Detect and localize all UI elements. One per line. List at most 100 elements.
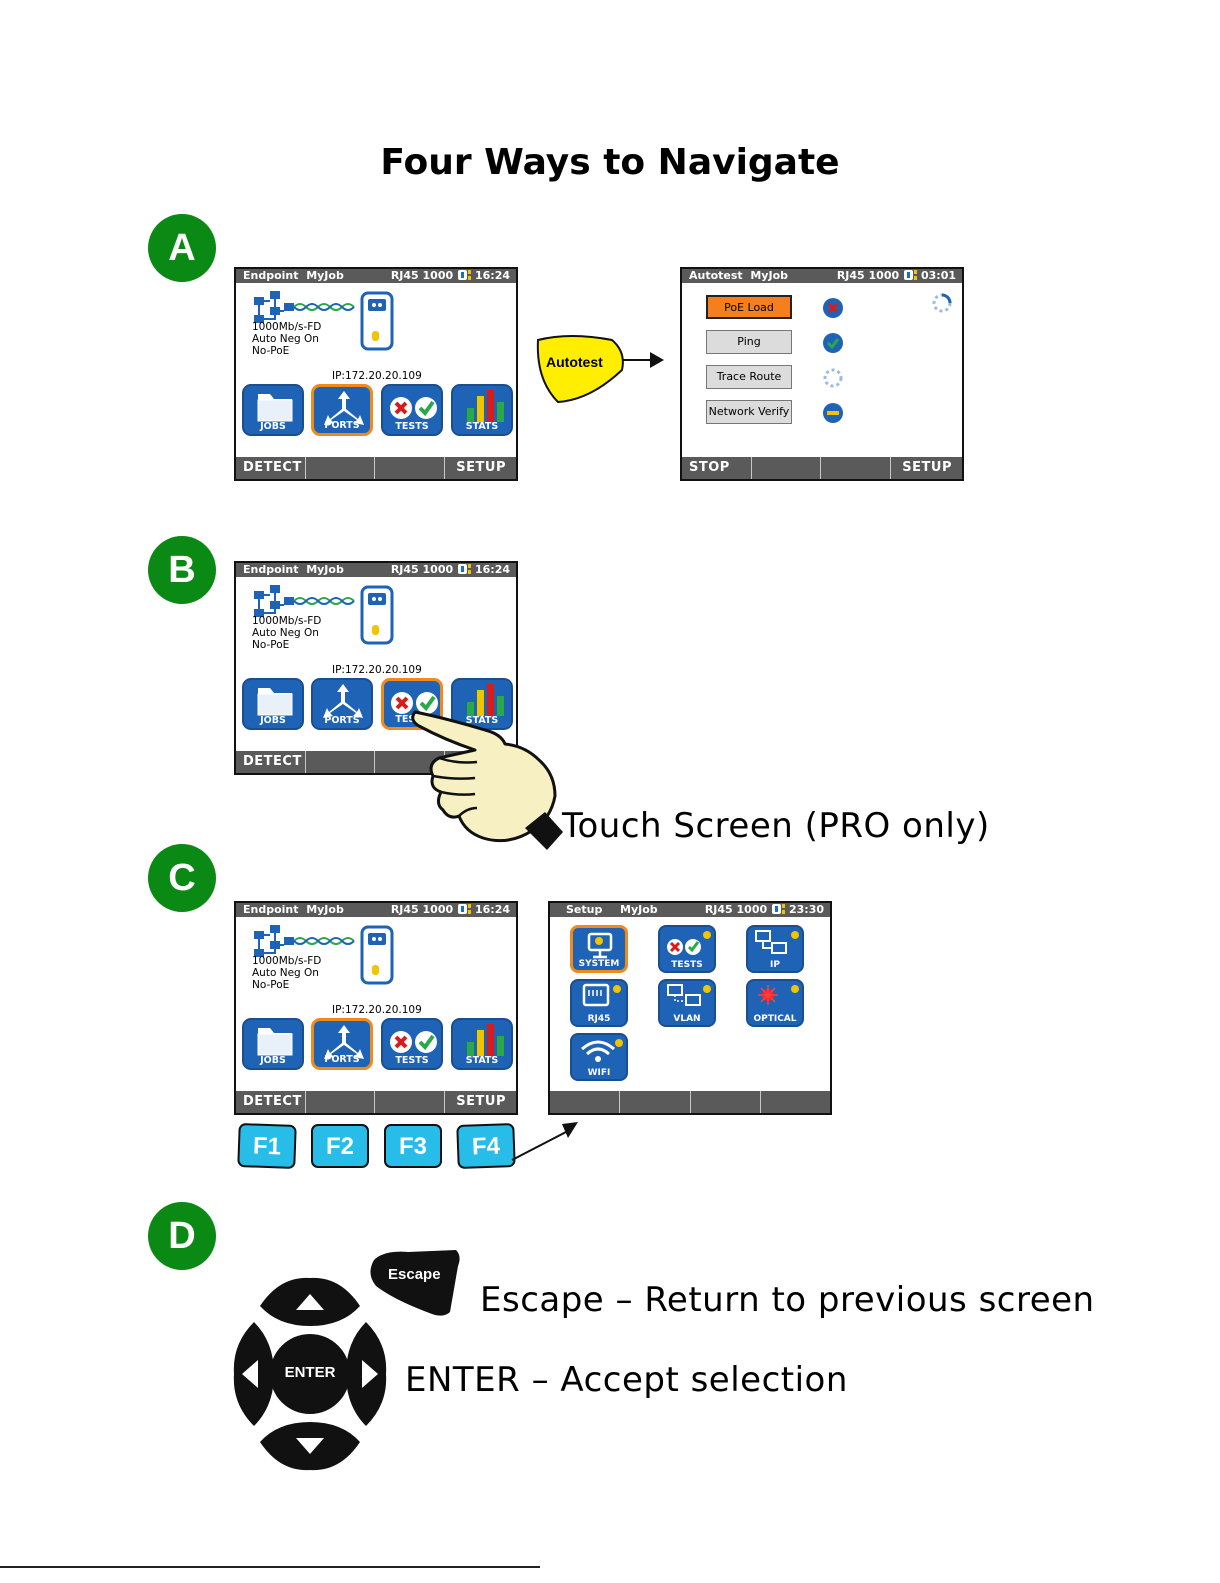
network-link-icon — [254, 585, 394, 645]
ip-address: IP:172.20.20.109 — [332, 1004, 422, 1016]
bar-chart-icon — [467, 684, 504, 716]
setup-ip-tile[interactable]: IP — [746, 925, 804, 973]
pass-fail-icon — [390, 1031, 437, 1053]
f2-key[interactable]: F2 — [311, 1124, 369, 1168]
ip-address: IP:172.20.20.109 — [332, 370, 422, 382]
test-ping[interactable]: Ping — [706, 330, 792, 354]
tests-tile[interactable]: TESTS — [381, 1018, 443, 1070]
jobs-tile[interactable]: JOBS — [242, 1018, 304, 1070]
setup-system-tile[interactable]: SYSTEM — [570, 925, 628, 973]
test-trace-route[interactable]: Trace Route — [706, 365, 792, 389]
escape-key[interactable] — [364, 1246, 464, 1322]
network-link-icon — [254, 291, 394, 351]
left-arrow-icon — [242, 1360, 258, 1388]
page-title: Four Ways to Navigate — [380, 142, 840, 183]
softkey-f3[interactable] — [374, 751, 444, 773]
function-bar: DETECT SETUP — [236, 457, 516, 479]
link-info: 1000Mb/s-FD Auto Neg On No-PoE — [252, 321, 321, 357]
section-c-badge: C — [148, 844, 216, 912]
softkey-f1[interactable]: DETECT — [243, 460, 302, 475]
running-spinner-icon — [823, 368, 843, 388]
fail-icon — [823, 298, 843, 318]
ports-tile[interactable]: PORTS — [311, 678, 373, 730]
section-b-badge: B — [148, 536, 216, 604]
f3-key[interactable]: F3 — [384, 1124, 442, 1168]
enter-key[interactable] — [270, 1334, 350, 1414]
ports-arrows-icon — [324, 1025, 364, 1059]
jobs-tile[interactable]: JOBS — [242, 384, 304, 436]
test-poe-load[interactable]: PoE Load — [706, 295, 792, 319]
home-screen-c: Endpoint MyJob RJ45 1000 16:24 1000Mb/s-… — [234, 901, 518, 1115]
f1-key[interactable]: F1 — [237, 1123, 297, 1169]
function-bar: STOP SETUP — [682, 457, 962, 479]
softkey-f1[interactable] — [550, 1091, 619, 1113]
screen-title: Endpoint MyJob — [243, 269, 344, 282]
setup-wifi-tile[interactable]: WIFI — [570, 1033, 628, 1081]
setup-tests-tile[interactable]: TESTS — [658, 925, 716, 973]
bar-chart-icon — [467, 1024, 504, 1056]
softkey-f4[interactable]: SETUP — [443, 1091, 517, 1113]
poe-status: No-PoE — [252, 345, 290, 357]
f4-key[interactable]: F4 — [456, 1123, 516, 1169]
down-arrow-icon — [296, 1438, 324, 1454]
stats-tile[interactable]: STATS — [451, 1018, 513, 1070]
screen-title: Endpoint MyJob — [243, 903, 344, 916]
setup-screen: Setup MyJob RJ45 1000 23:30 SYSTEM TESTS… — [548, 901, 832, 1115]
up-arrow-icon — [296, 1294, 324, 1310]
ip-address: IP:172.20.20.109 — [332, 664, 422, 676]
function-bar — [550, 1091, 830, 1113]
tests-tile[interactable]: TESTS — [381, 384, 443, 436]
enter-key-label: ENTER — [284, 1364, 336, 1381]
escape-caption: Escape – Return to previous screen — [480, 1280, 1095, 1320]
status-right: RJ45 1000 16:24 — [390, 903, 510, 916]
ports-arrows-icon — [323, 684, 363, 718]
screen-title: Endpoint MyJob — [243, 563, 344, 576]
softkey-f1[interactable]: STOP — [689, 460, 730, 475]
softkey-f1[interactable]: DETECT — [243, 754, 302, 769]
status-bar: Autotest MyJob RJ45 1000 03:01 — [682, 269, 962, 283]
softkey-f4[interactable]: SETUP — [443, 457, 517, 479]
softkey-f4[interactable] — [759, 1091, 830, 1113]
test-network-verify[interactable]: Network Verify — [706, 400, 792, 424]
softkey-f1[interactable]: DETECT — [243, 1094, 302, 1109]
status-bar: Setup MyJob RJ45 1000 23:30 — [550, 903, 830, 917]
auto-neg: Auto Neg On — [252, 333, 319, 345]
skipped-icon — [823, 403, 843, 423]
ports-tile[interactable]: PORTS — [311, 384, 373, 436]
setup-rj45-tile[interactable]: RJ45 — [570, 979, 628, 1027]
autotest-callout-label: Autotest — [546, 354, 603, 370]
softkey-f3[interactable] — [374, 457, 444, 479]
screen-title: Setup — [566, 903, 603, 916]
battery-icon — [903, 270, 913, 280]
softkey-f2[interactable] — [304, 751, 375, 773]
right-arrow-icon — [362, 1360, 378, 1388]
home-tiles: JOBS PORTS TESTS STATS — [241, 1018, 513, 1072]
ports-tile[interactable]: PORTS — [311, 1018, 373, 1070]
status-right: RJ45 1000 23:30 — [704, 903, 824, 916]
softkey-f3[interactable] — [689, 1091, 760, 1113]
softkey-f3[interactable] — [374, 1091, 444, 1113]
job-name: MyJob — [620, 903, 658, 916]
softkey-f2[interactable] — [304, 457, 375, 479]
status-right: RJ45 1000 03:01 — [836, 269, 956, 282]
setup-vlan-tile[interactable]: VLAN — [658, 979, 716, 1027]
stats-tile[interactable]: STATS — [451, 384, 513, 436]
battery-icon — [457, 904, 467, 914]
pass-fail-icon — [390, 397, 437, 419]
setup-optical-tile[interactable]: OPTICAL — [746, 979, 804, 1027]
monitor-gear-icon — [587, 932, 613, 959]
battery-icon — [457, 564, 467, 574]
home-tiles: JOBS PORTS TESTS STATS — [241, 384, 513, 438]
softkey-f2[interactable] — [619, 1091, 689, 1113]
laser-gear-icon — [758, 985, 799, 1005]
progress-spinner-icon — [932, 293, 952, 313]
softkey-f4[interactable]: SETUP — [889, 457, 963, 479]
softkey-f3[interactable] — [820, 457, 890, 479]
touch-screen-caption: Touch Screen (PRO only) — [562, 806, 990, 846]
jobs-tile[interactable]: JOBS — [242, 678, 304, 730]
escape-key-label: Escape — [388, 1266, 441, 1283]
softkey-f2[interactable] — [304, 1091, 375, 1113]
battery-icon — [457, 270, 467, 280]
softkey-f2[interactable] — [750, 457, 821, 479]
link-info: 1000Mb/s-FD Auto Neg On No-PoE — [252, 955, 322, 991]
